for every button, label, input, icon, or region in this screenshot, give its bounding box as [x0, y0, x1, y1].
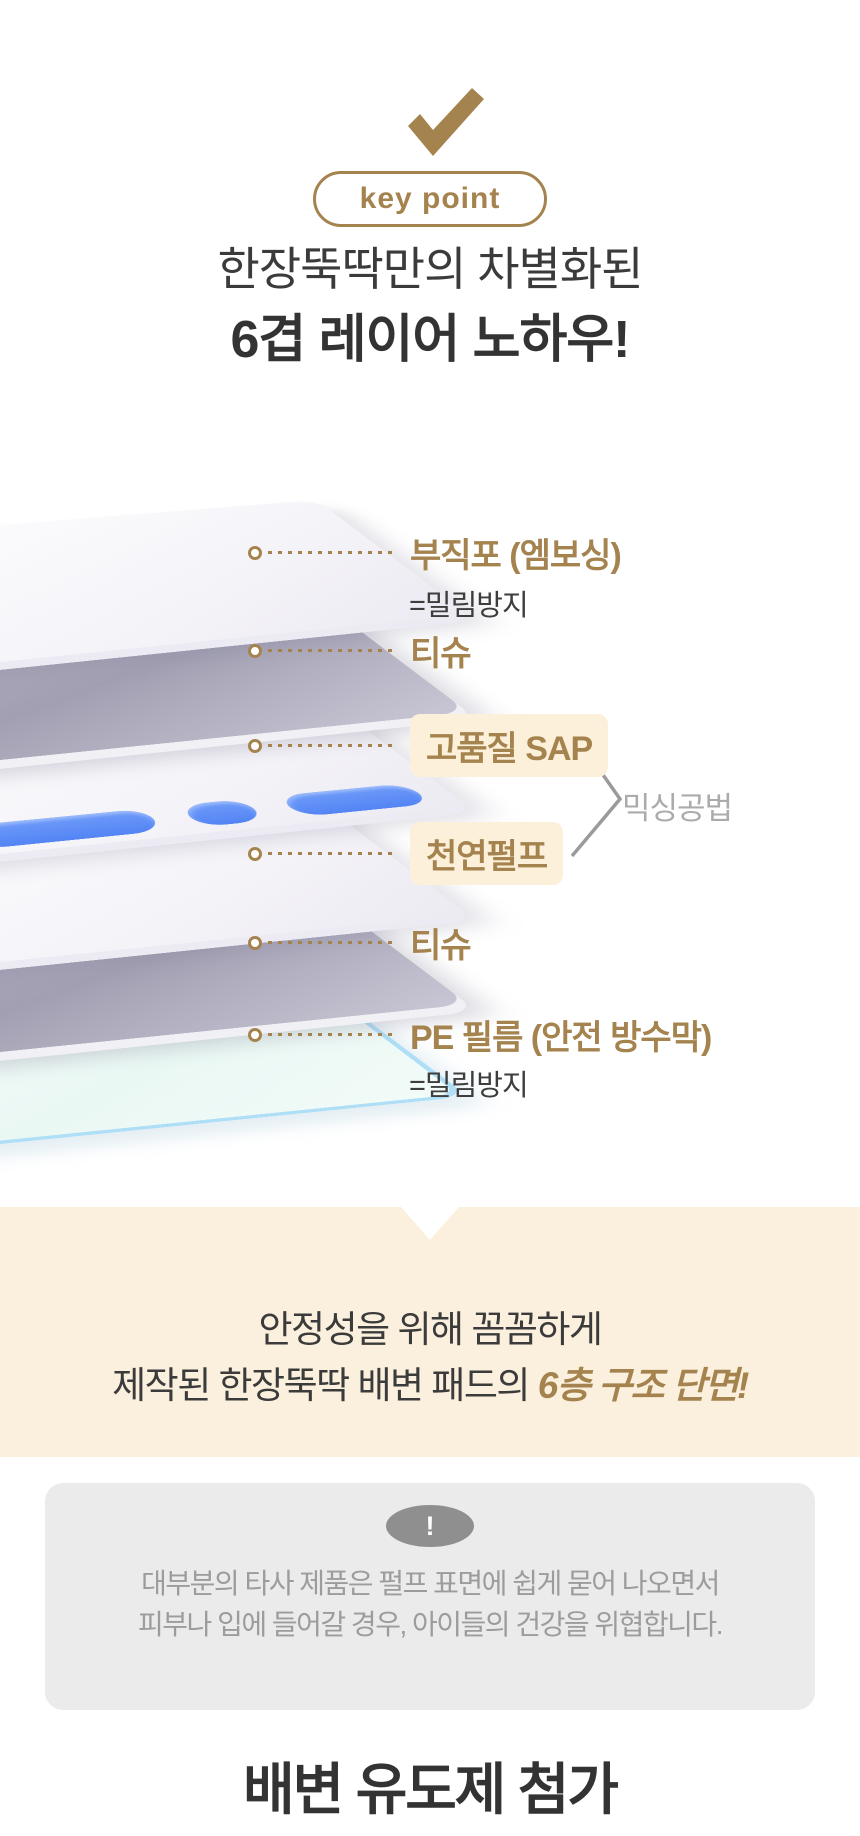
leader-dotted-line: [268, 649, 396, 652]
exclamation-icon: !: [386, 1505, 474, 1547]
sap-gel-strip: [0, 808, 163, 850]
label-row-pulp: 천연펄프: [248, 822, 564, 885]
layer-label-sap: 고품질 SAP: [410, 714, 609, 777]
keypoint-badge: key point: [313, 171, 547, 227]
layer-label-pulp: 천연펄프: [410, 822, 564, 885]
sap-gel-strip: [278, 783, 433, 818]
label-row-nonwoven: 부직포 (엠보싱): [248, 528, 622, 577]
warning-line1: 대부분의 타사 제품은 펄프 표면에 쉽게 묻어 나오면서: [141, 1568, 720, 1599]
layer-sublabel-nonwoven: =밀림방지: [409, 590, 529, 622]
summary-callout: 안정성을 위해 꼼꼼하게 제작된 한장뚝딱 배변 패드의 6층 구조 단면!: [0, 1207, 860, 1457]
layer-label-tissue-top: 티슈: [410, 635, 472, 673]
leader-dot-icon: [248, 1027, 262, 1042]
leader-dotted-line: [268, 852, 396, 855]
warning-text: 대부분의 타사 제품은 펄프 표면에 쉽게 묻어 나오면서 피부나 입에 들어갈…: [45, 1563, 815, 1645]
callout-notch-triangle: [401, 1207, 459, 1240]
leader-dot-icon: [248, 545, 262, 560]
section-title-line1: 한장뚝딱만의 차별화된: [217, 243, 644, 295]
leader-dot-icon: [248, 935, 262, 950]
label-row-sap: 고품질 SAP: [248, 714, 609, 777]
leader-dot-icon: [248, 643, 262, 658]
leader-dot-icon: [248, 738, 262, 753]
label-row-tissue-bottom: 티슈: [248, 918, 472, 967]
keypoint-badge-label: key point: [359, 182, 501, 215]
next-section-title: 배변 유도제 첨가: [243, 1758, 619, 1821]
section-title-line2: 6겹 레이어 노하우!: [230, 311, 630, 369]
leader-dot-icon: [248, 846, 262, 861]
leader-dotted-line: [268, 551, 396, 554]
mixing-method-label: 믹싱공법: [622, 791, 733, 826]
layer-label-nonwoven: 부직포 (엠보싱): [410, 537, 622, 575]
layer-label-tissue-bottom: 티슈: [410, 927, 472, 965]
checkmark-icon: [400, 86, 488, 158]
label-row-tissue-top: 티슈: [248, 626, 472, 675]
leader-dotted-line: [268, 1033, 396, 1036]
warning-box: ! 대부분의 타사 제품은 펄프 표면에 쉽게 묻어 나오면서 피부나 입에 들…: [45, 1483, 815, 1710]
leader-dotted-line: [268, 941, 396, 944]
label-row-pe-film: PE 필름 (안전 방수막): [248, 1010, 712, 1059]
warning-line2: 피부나 입에 들어갈 경우, 아이들의 건강을 위협합니다.: [138, 1609, 723, 1640]
exclamation-glyph: !: [425, 1510, 435, 1541]
callout-line1: 안정성을 위해 꼼꼼하게: [258, 1309, 603, 1350]
callout-line2: 제작된 한장뚝딱 배변 패드의 6층 구조 단면!: [0, 1355, 860, 1409]
layer-label-pe-film: PE 필름 (안전 방수막): [410, 1019, 712, 1057]
callout-line2-prefix: 제작된 한장뚝딱 배변 패드의: [112, 1365, 538, 1406]
layer-sublabel-pe-film: =밀림방지: [409, 1070, 529, 1102]
leader-dotted-line: [268, 744, 396, 747]
callout-line2-highlight: 6층 구조 단면!: [537, 1365, 750, 1406]
